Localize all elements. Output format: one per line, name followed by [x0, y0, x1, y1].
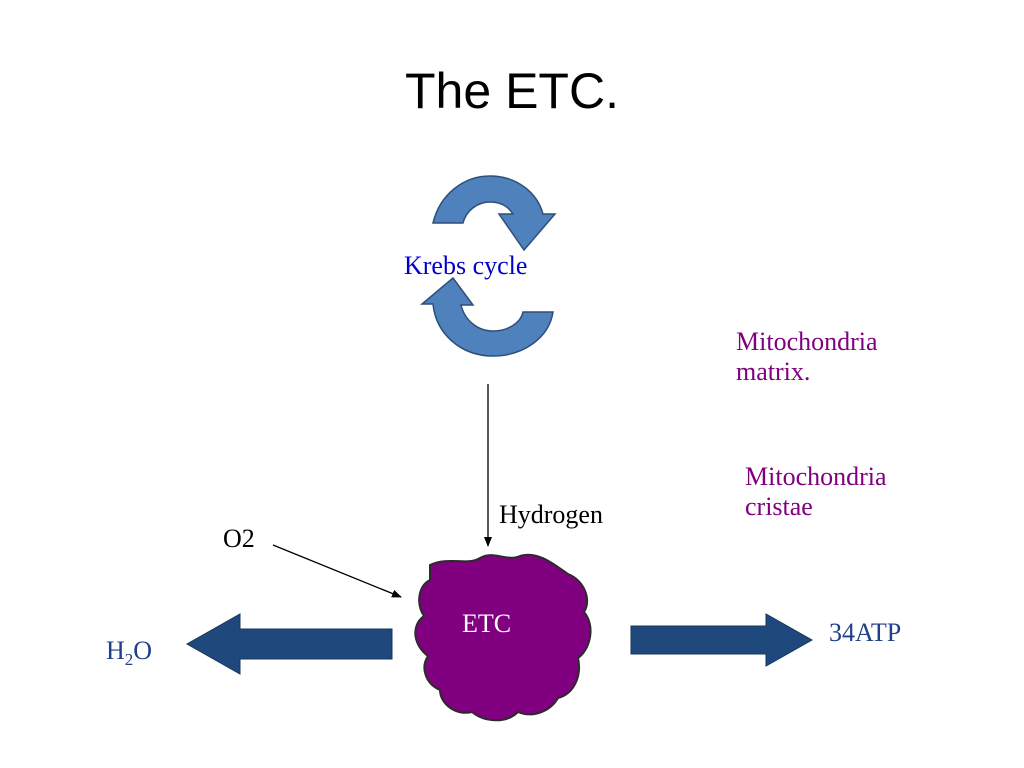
matrix-label-line1: Mitochondria	[736, 327, 878, 356]
hydrogen-label: Hydrogen	[499, 500, 603, 529]
water-subscript: 2	[124, 650, 134, 670]
atp-label: 34ATP	[829, 618, 902, 647]
mitochondria-matrix-label: Mitochondria matrix.	[736, 327, 878, 387]
cristae-label-line2: cristae	[745, 491, 813, 521]
o2-label: O2	[223, 524, 255, 553]
matrix-label-line2: matrix.	[736, 356, 811, 386]
krebs-cycle-top-arrow	[432, 175, 557, 252]
cristae-label-line1: Mitochondria	[745, 462, 887, 491]
krebs-cycle-bottom-arrow	[419, 276, 554, 357]
water-label: H2O	[106, 636, 152, 670]
water-h: H	[106, 636, 125, 665]
water-output-arrow	[185, 613, 393, 675]
etc-blob	[414, 553, 592, 722]
o2-flow-arrow	[272, 544, 402, 598]
etc-label: ETC	[462, 609, 512, 638]
atp-output-arrow	[630, 613, 814, 667]
krebs-cycle-label: Krebs cycle	[404, 251, 528, 280]
water-o: O	[133, 636, 153, 665]
slide-title: The ETC.	[405, 63, 619, 119]
mitochondria-cristae-label: Mitochondria cristae	[745, 462, 887, 522]
